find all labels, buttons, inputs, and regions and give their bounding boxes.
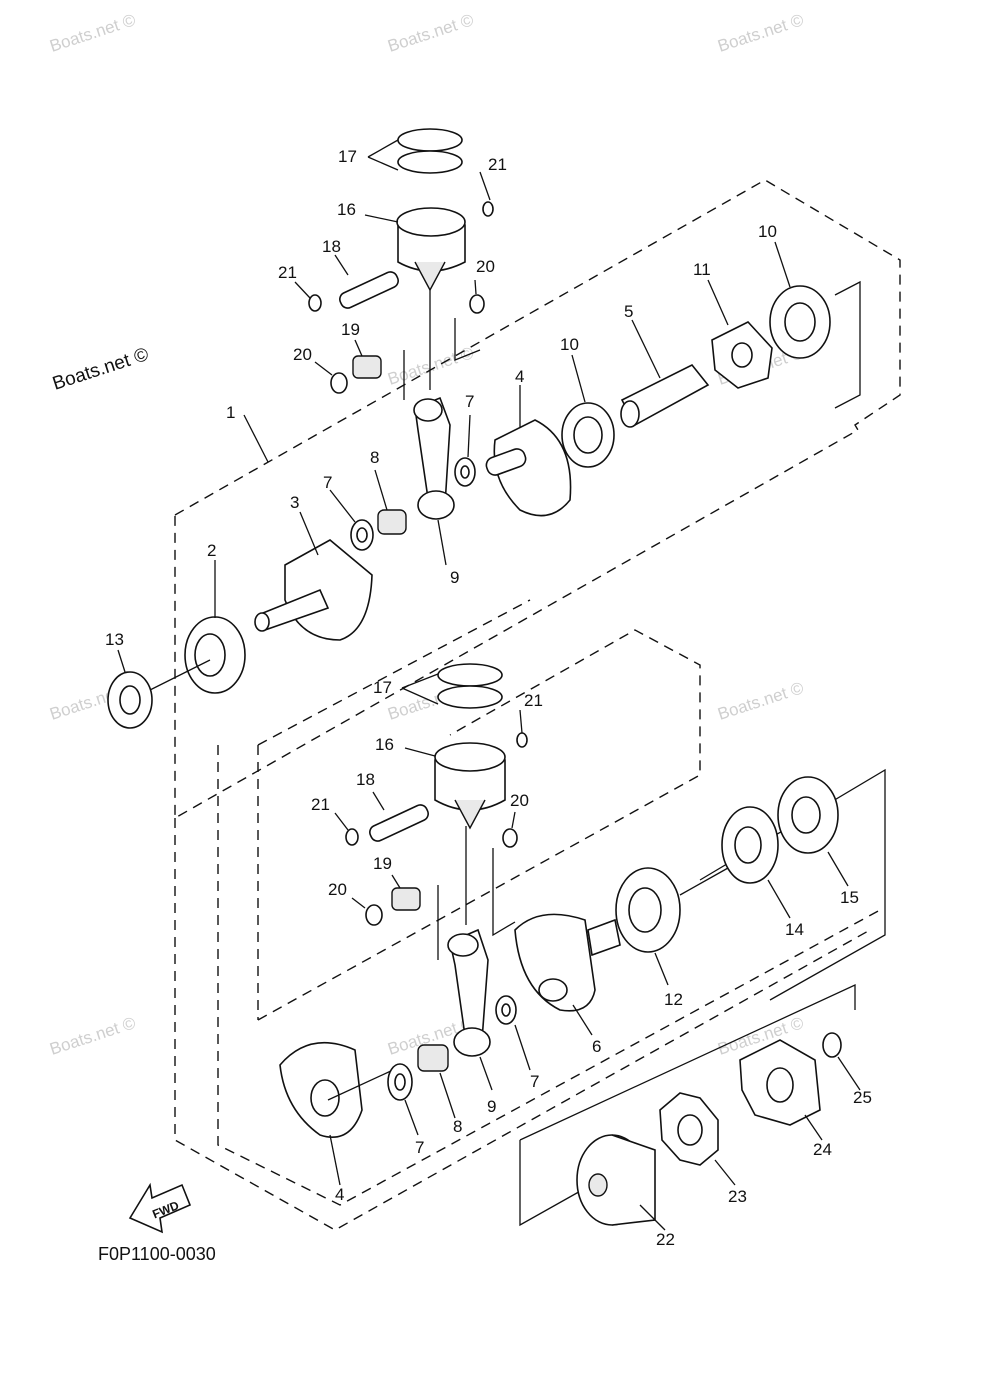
callout-8: 8: [370, 448, 379, 467]
coupling-frame: [519, 983, 856, 1227]
callout-5: 5: [624, 302, 633, 321]
needle-bearing: [417, 1044, 449, 1072]
upper-piston-group: [308, 128, 494, 400]
callout-14: 14: [785, 920, 804, 939]
circlip: [345, 828, 359, 846]
crank-web: [284, 539, 373, 641]
o-ring: [822, 1032, 842, 1058]
callout-19: 19: [341, 320, 360, 339]
callout-18: 18: [322, 237, 341, 256]
callout-4: 4: [335, 1185, 344, 1204]
callout-9: 9: [450, 568, 459, 587]
circlip: [502, 828, 518, 848]
callout-10: 10: [758, 222, 777, 241]
callout-7: 7: [323, 473, 332, 492]
piston-ring: [397, 128, 463, 152]
leader-line: [437, 848, 516, 960]
piston-ring: [437, 685, 503, 709]
callout-7: 7: [465, 392, 474, 411]
piston-crown: [434, 742, 506, 772]
watermark-main: Boats.net ©: [50, 344, 151, 395]
callout-7: 7: [530, 1072, 539, 1091]
callout-leaders: [117, 139, 861, 1231]
piston-ring: [437, 663, 503, 687]
callout-19: 19: [373, 854, 392, 873]
callout-16: 16: [375, 735, 394, 754]
fwd-arrow-icon: FWD: [128, 1182, 192, 1234]
watermark: Boats.net ©: [385, 10, 476, 56]
piston-ring: [397, 150, 463, 174]
callout-18: 18: [356, 770, 375, 789]
callout-13: 13: [105, 630, 124, 649]
crankshaft-assembly-outline: [174, 179, 901, 1231]
callout-10: 10: [560, 335, 579, 354]
needle-bearing: [391, 887, 421, 911]
circlip: [482, 201, 494, 217]
piston-skirt: [414, 261, 446, 292]
callout-25: 25: [853, 1088, 872, 1107]
callout-22: 22: [656, 1230, 675, 1249]
callout-20: 20: [293, 345, 312, 364]
crank-web: [514, 913, 596, 1012]
piston-pin: [369, 804, 429, 842]
callout-7: 7: [415, 1138, 424, 1157]
callout-20: 20: [476, 257, 495, 276]
callout-21: 21: [311, 795, 330, 814]
piston-pin: [339, 271, 399, 309]
crank-web: [493, 419, 572, 517]
callout-21: 21: [278, 263, 297, 282]
callout-21: 21: [488, 155, 507, 174]
piston-crown: [396, 207, 466, 237]
callout-2: 2: [207, 541, 216, 560]
callout-1: 1: [226, 403, 235, 422]
callout-20: 20: [510, 791, 529, 810]
callout-16: 16: [337, 200, 356, 219]
callout-3: 3: [290, 493, 299, 512]
leader-line: [403, 318, 481, 400]
callout-12: 12: [664, 990, 683, 1009]
callout-9: 9: [487, 1097, 496, 1116]
callout-8: 8: [453, 1117, 462, 1136]
crank-spline: [587, 918, 621, 957]
watermark: Boats.net ©: [47, 10, 138, 56]
figure-code: F0P1100-0030: [98, 1244, 216, 1264]
watermark: Boats.net ©: [715, 678, 806, 724]
callout-21: 21: [524, 691, 543, 710]
needle-bearing: [377, 509, 407, 535]
callout-11: 11: [693, 260, 711, 279]
callout-labels: 1 2 3 4 4 5 6 7 7 7 7 8 8 9 9 10 10 11 1…: [105, 147, 872, 1249]
circlip: [330, 372, 348, 394]
watermark: Boats.net ©: [715, 10, 806, 56]
watermark: Boats.net ©: [385, 343, 476, 389]
crank-lower-inner-outline: [217, 745, 881, 1206]
callout-15: 15: [840, 888, 859, 907]
callout-17: 17: [338, 147, 357, 166]
callout-23: 23: [728, 1187, 747, 1206]
callout-17: 17: [373, 678, 392, 697]
callout-4: 4: [515, 367, 524, 386]
circlip: [308, 294, 322, 312]
callout-24: 24: [813, 1140, 832, 1159]
watermark: Boats.net ©: [47, 1013, 138, 1059]
piston-skirt: [454, 799, 486, 830]
needle-bearing: [352, 355, 382, 379]
lower-crank-group: [279, 776, 842, 1226]
circlip: [469, 294, 485, 314]
circlip: [365, 904, 383, 926]
callout-6: 6: [592, 1037, 601, 1056]
callout-20: 20: [328, 880, 347, 899]
circlip: [516, 732, 528, 748]
piston-lower-dashed-box: [257, 599, 701, 1021]
upper-bearing-frame: [834, 280, 861, 409]
lower-piston-group: [345, 663, 528, 960]
